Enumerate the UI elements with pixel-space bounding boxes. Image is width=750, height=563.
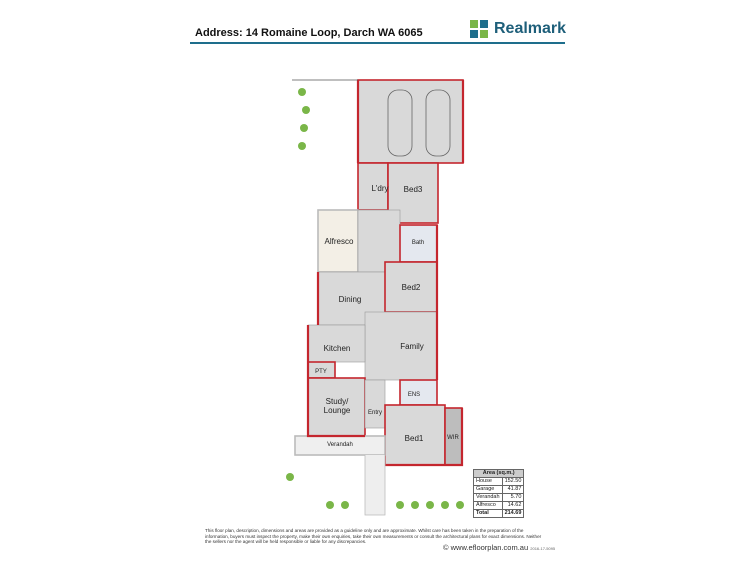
room-garage <box>357 79 464 164</box>
room-study <box>307 377 366 437</box>
label-entry: Entry <box>368 410 382 416</box>
room-entry <box>364 379 386 429</box>
copyright: © www.efloorplan.com.au 2016-17-5095 <box>443 543 555 552</box>
label-study: Study/ <box>326 397 349 406</box>
area-label: Garage <box>473 485 503 494</box>
label-bed1: Bed1 <box>405 434 424 443</box>
driveway-path <box>364 455 386 516</box>
label-laundry: L'dry <box>371 184 388 193</box>
room-family <box>364 311 438 381</box>
plan-code: 2016-17-5095 <box>530 546 556 551</box>
disclaimer-text: This floor plan, description, dimensions… <box>205 528 542 544</box>
label-bed2: Bed2 <box>402 283 421 292</box>
area-label: Verandah <box>473 493 503 502</box>
area-value: 5.70 <box>501 493 525 502</box>
label-dining: Dining <box>339 295 362 304</box>
copyright-text: © www.efloorplan.com.au <box>443 543 529 552</box>
room-kitchen <box>307 324 366 363</box>
realmark-logo: Realmark <box>470 20 566 38</box>
garden-trees-icon <box>286 88 464 509</box>
label-wir: WIR <box>447 435 459 441</box>
brand-name: Realmark <box>494 20 567 37</box>
label-kitchen: Kitchen <box>324 344 351 353</box>
area-value: 152.50 <box>501 477 525 486</box>
label-family: Family <box>400 342 424 351</box>
cars-icon <box>387 89 451 157</box>
total-label: Total <box>473 509 503 518</box>
area-label: House <box>473 477 503 486</box>
area-table-title: Area (sq.m.) <box>472 469 525 478</box>
label-lounge: Lounge <box>324 406 351 415</box>
label-bed3: Bed3 <box>404 185 423 194</box>
label-verandah: Verandah <box>327 442 353 448</box>
label-ensuite: ENS <box>408 392 420 398</box>
label-bath: Bath <box>412 240 424 246</box>
address-title: Address: 14 Romaine Loop, Darch WA 6065 <box>195 27 423 39</box>
area-value: 14.62 <box>501 501 525 510</box>
logo-mark-icon <box>470 20 488 38</box>
header-divider <box>190 42 565 44</box>
area-label: Alfresco <box>473 501 503 510</box>
area-value: 41.87 <box>501 485 525 494</box>
label-pantry: PTY <box>315 369 327 375</box>
label-alfresco: Alfresco <box>325 237 354 246</box>
total-value: 214.69 <box>501 509 525 518</box>
